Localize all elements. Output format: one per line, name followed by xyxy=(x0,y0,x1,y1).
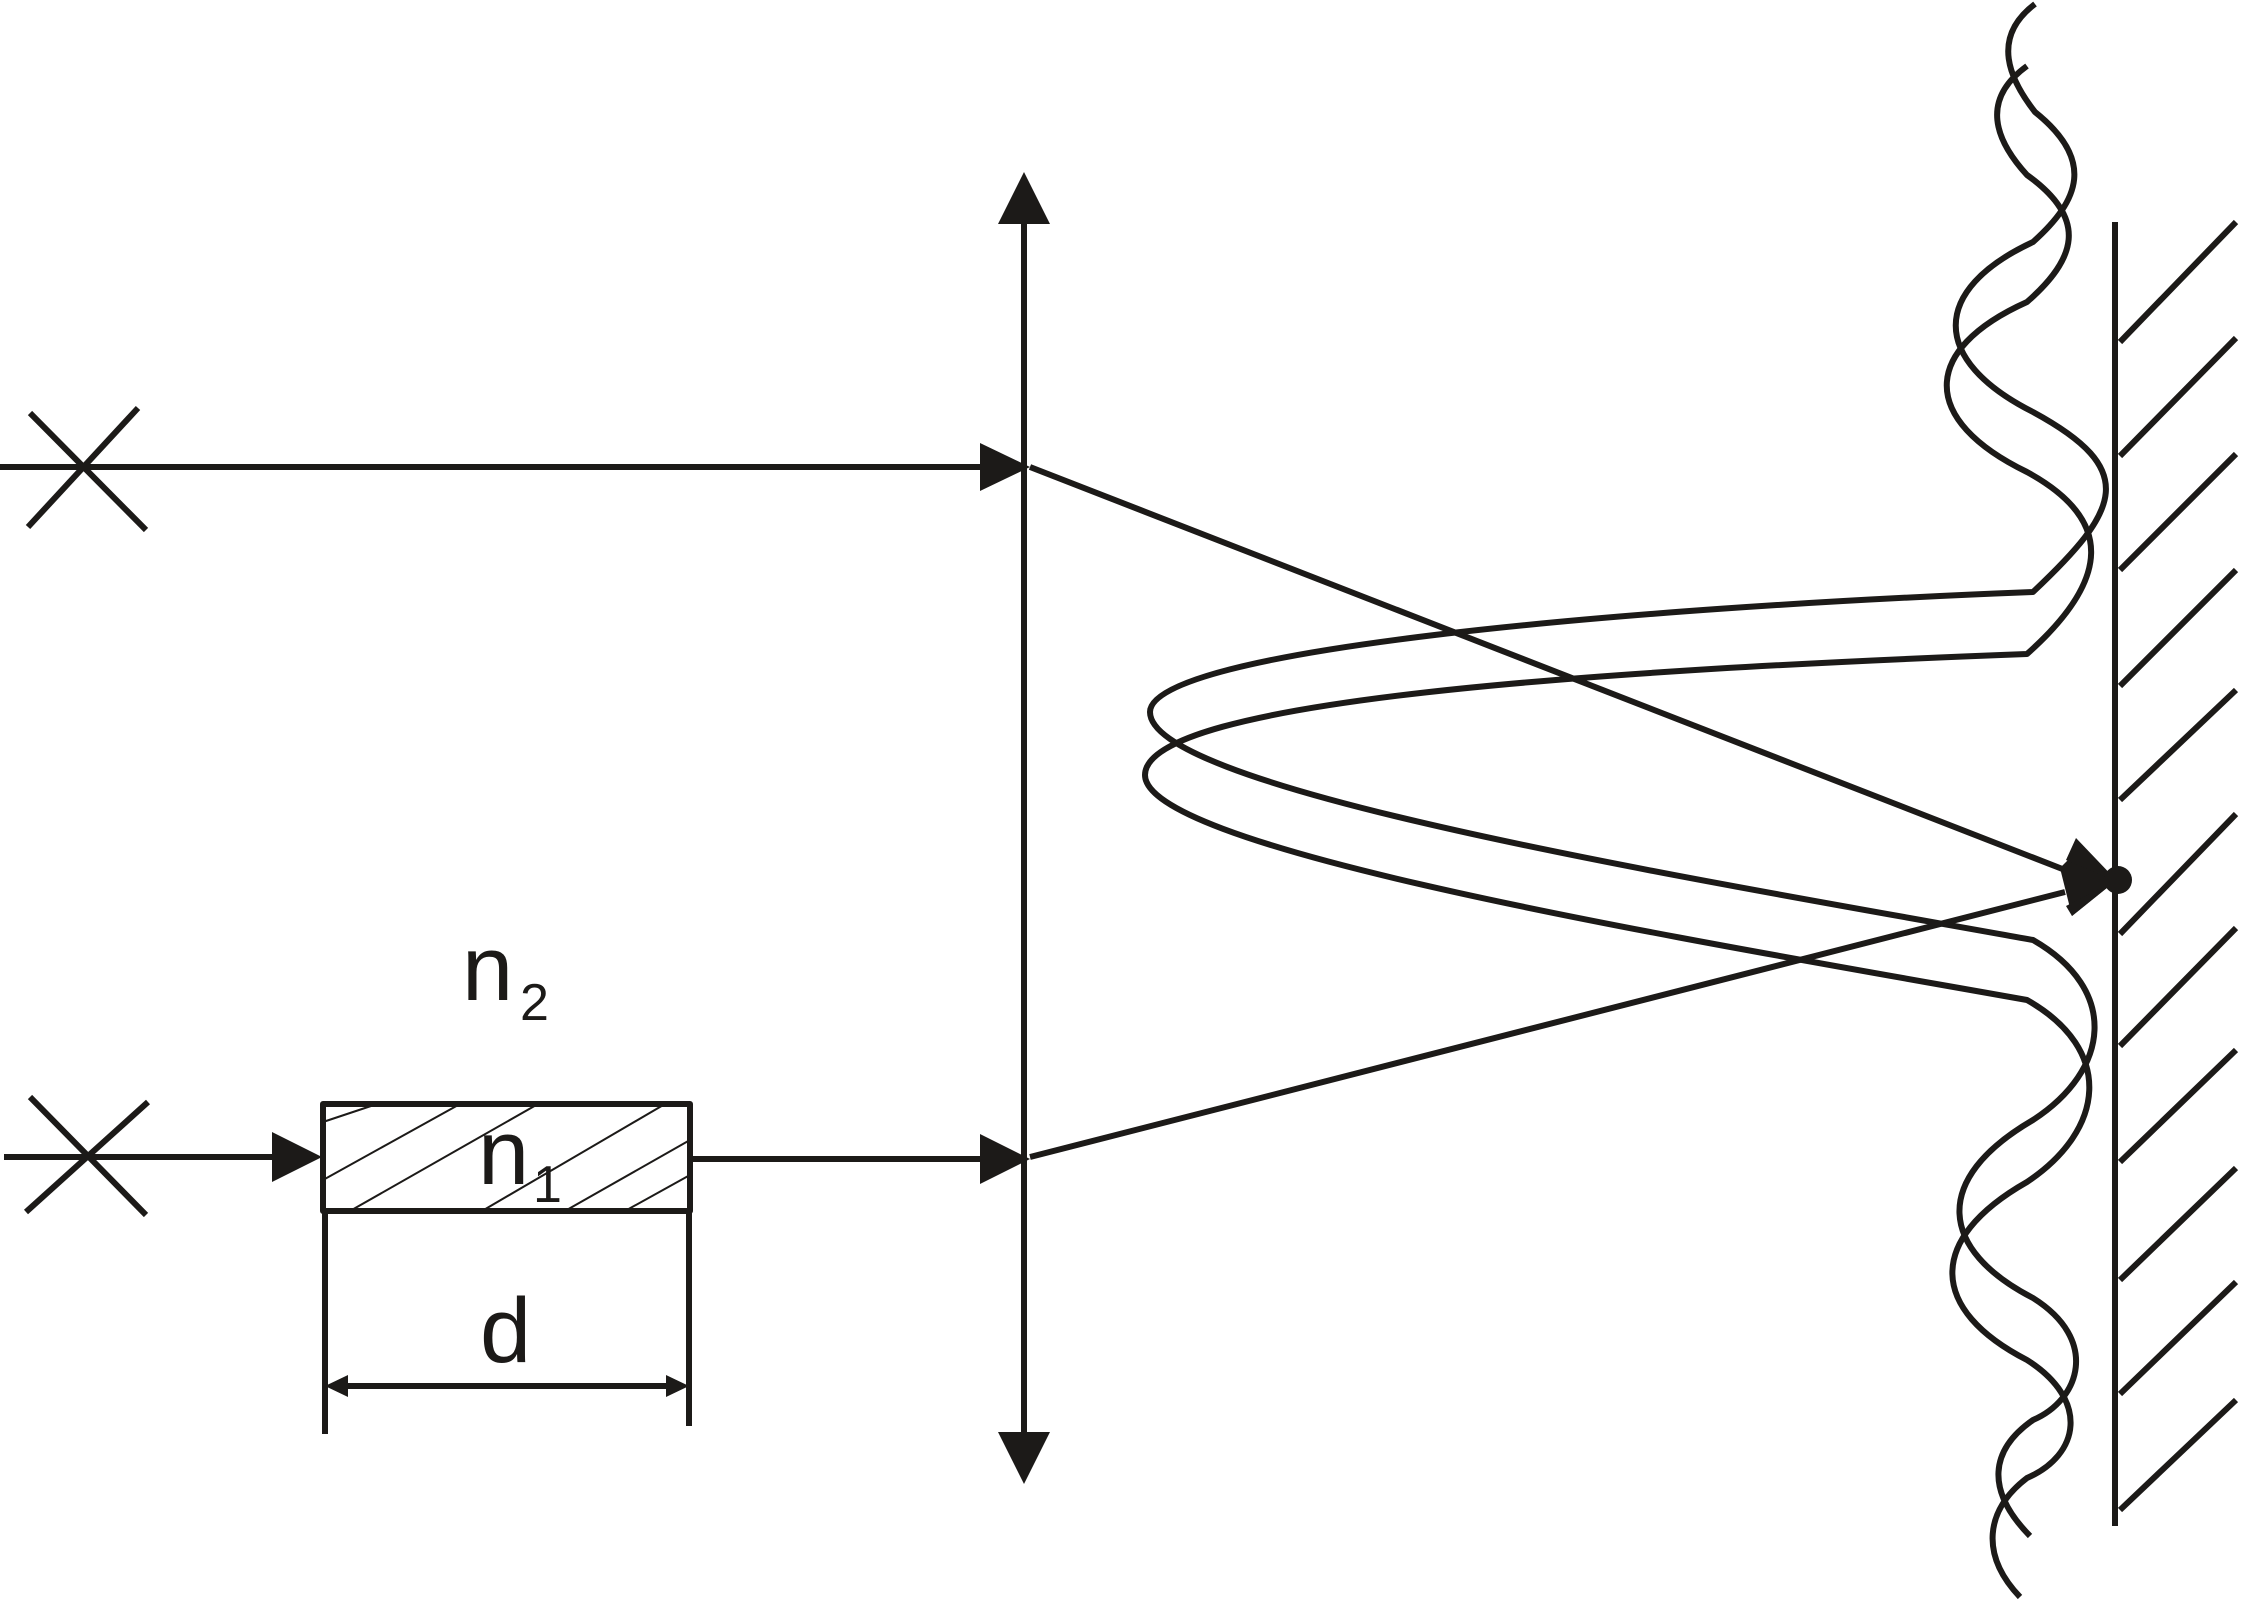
plate-exit-ray xyxy=(690,1134,1030,1184)
screen-hatching xyxy=(2117,219,2239,1513)
upper-incoming-ray xyxy=(0,443,1030,491)
refracted-ray-lower xyxy=(1029,889,2066,1160)
label-n1: n 1 xyxy=(478,1102,562,1214)
focus-arrowheads xyxy=(2060,838,2118,916)
screen xyxy=(2112,219,2239,1526)
label-n2: n 2 xyxy=(462,918,549,1032)
label-n2-main: n xyxy=(462,918,513,1020)
thickness-dimension xyxy=(322,1211,692,1434)
lower-incoming-ray xyxy=(4,1132,322,1182)
fringe-curve-inner xyxy=(1142,63,2095,1600)
fringe-curve-outer xyxy=(1147,1,2109,1539)
interference-fringes xyxy=(1142,1,2109,1600)
converging-lens xyxy=(998,172,1050,1484)
refracted-ray-upper xyxy=(1028,464,2067,873)
label-d: d xyxy=(480,1280,531,1382)
label-n1-subscript: 1 xyxy=(533,1156,562,1214)
label-n2-subscript: 2 xyxy=(520,974,549,1032)
label-n1-main: n xyxy=(478,1102,529,1204)
plate-hatching xyxy=(322,1103,691,1212)
